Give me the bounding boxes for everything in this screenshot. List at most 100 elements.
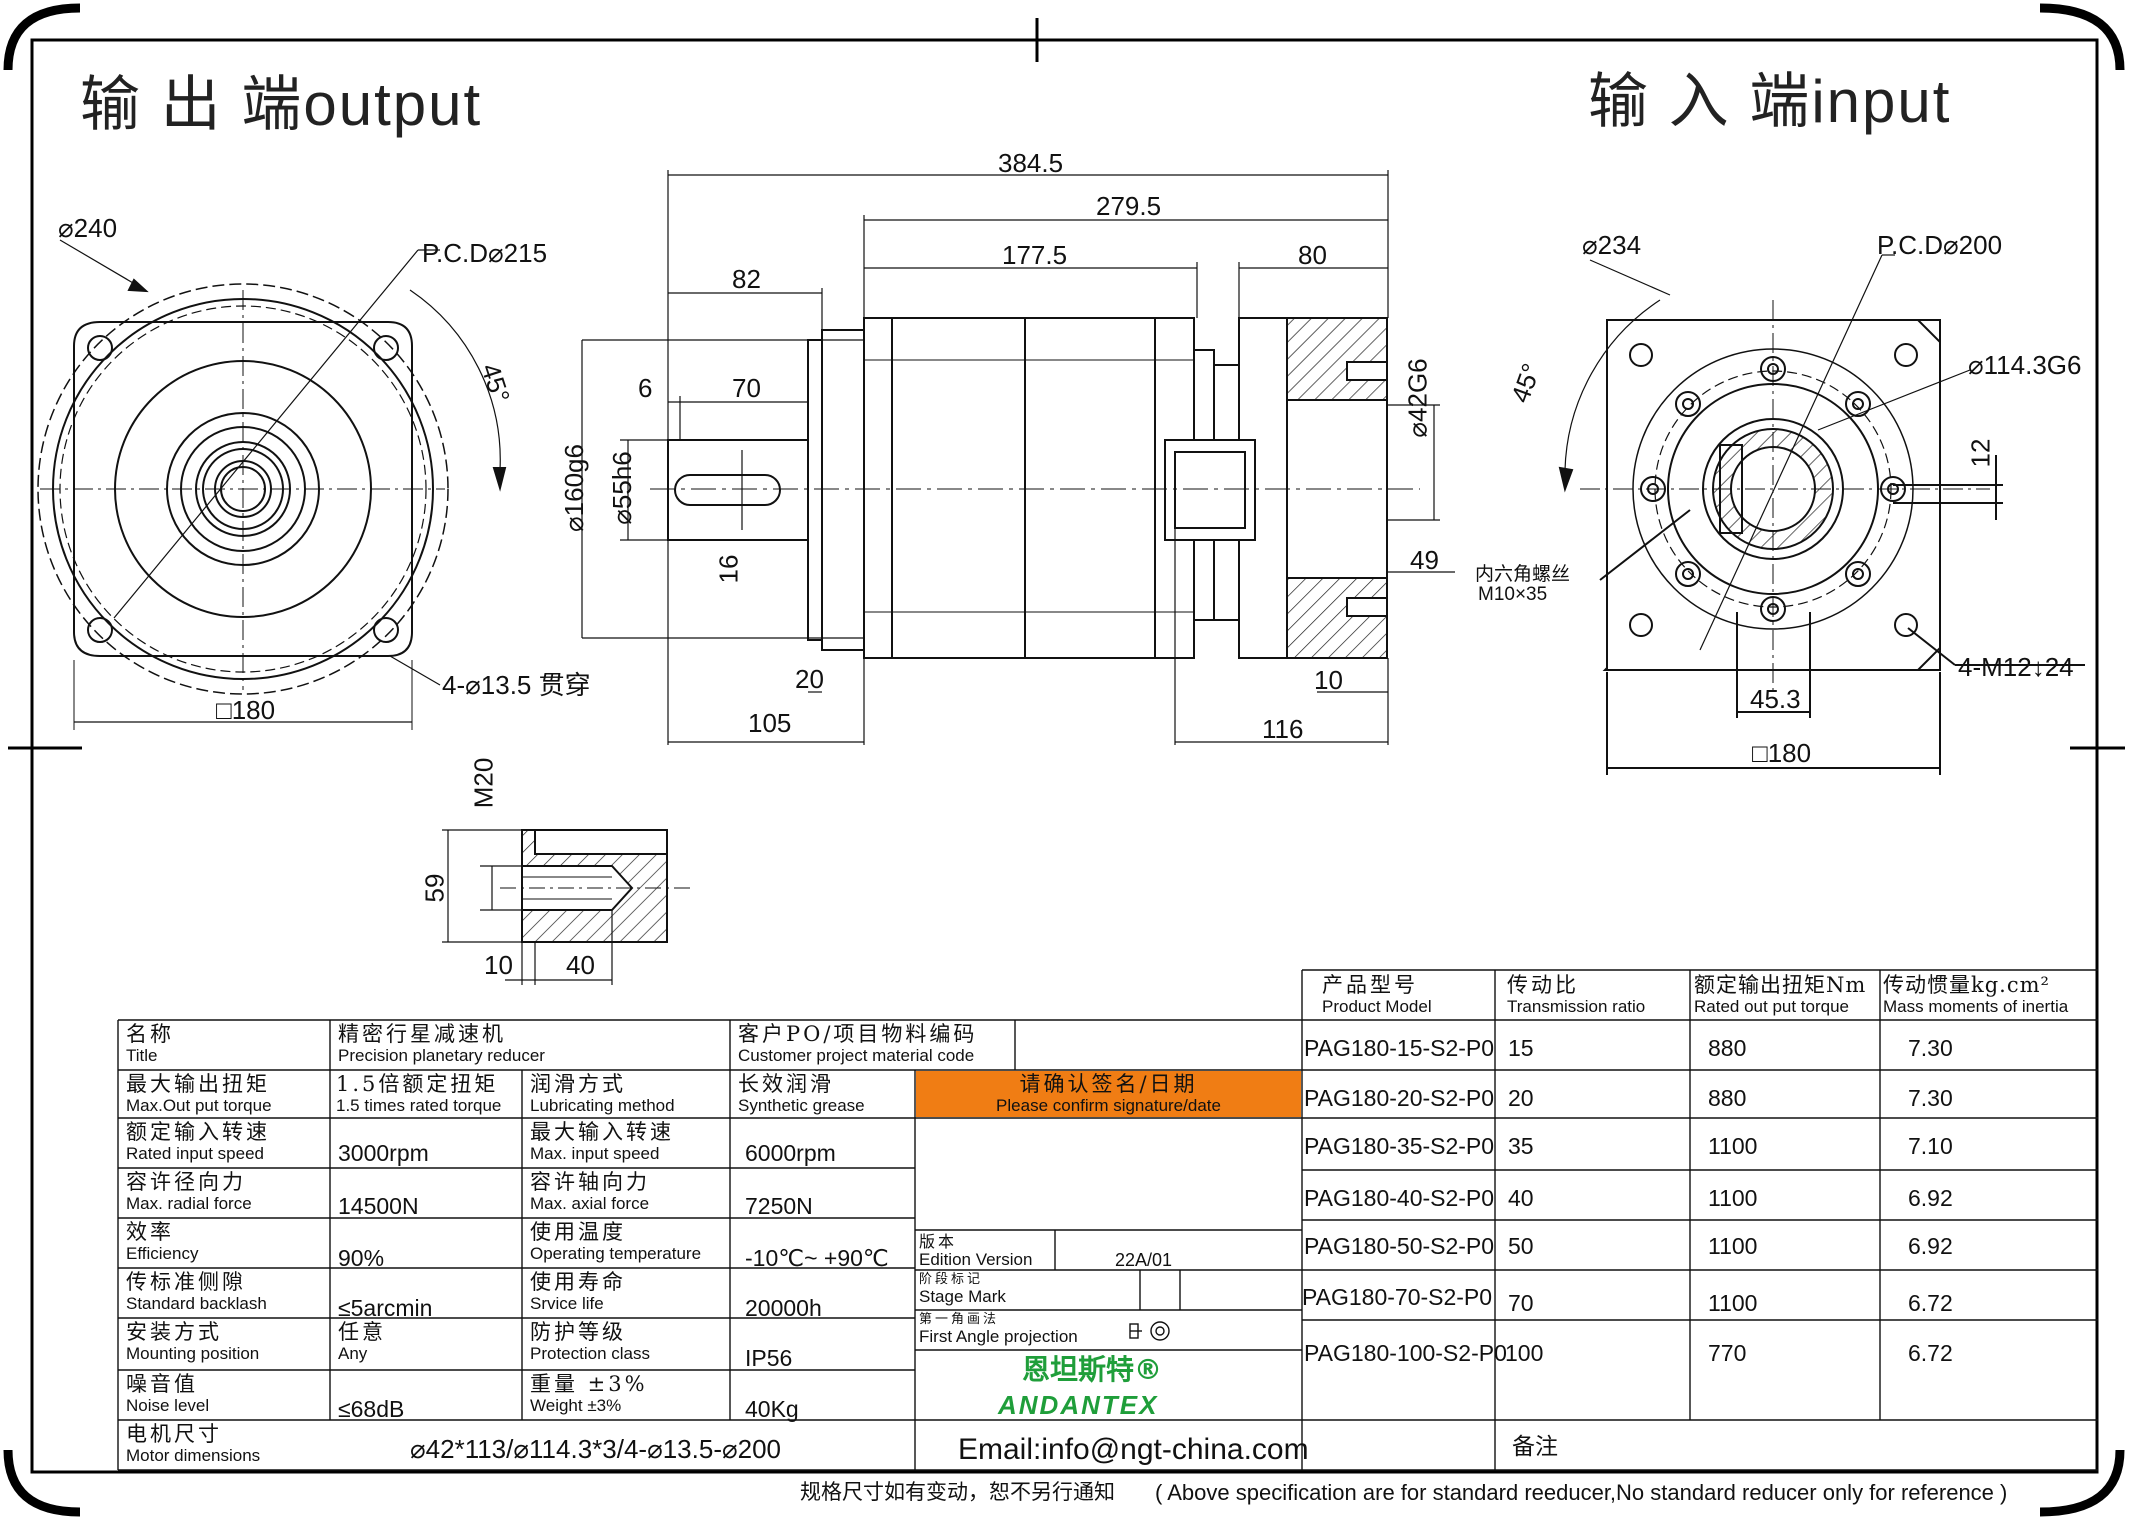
dim-279-5: 279.5 [1096, 191, 1162, 221]
dim-dia-240: ⌀240 [58, 213, 118, 243]
dim-holes-output: 4-⌀13.5 贯穿 [442, 670, 591, 700]
model-cell: PAG180-70-S2-P0 [1302, 1284, 1493, 1310]
sheet-frame [3, 3, 2125, 1517]
dim-square-180-input: □180 [1752, 738, 1812, 768]
brand-logo-en: ANDANTEX [998, 1390, 1159, 1420]
torque-cell: 1100 [1708, 1133, 1758, 1159]
dim-dia-114: ⌀114.3G6 [1968, 350, 2082, 380]
noise-value: ≤68dB [338, 1396, 405, 1422]
spec-table-grid [117, 969, 2098, 1471]
dim-dia-55: ⌀55h6 [606, 451, 637, 525]
model-cell: PAG180-20-S2-P0 [1304, 1085, 1495, 1111]
side-view [650, 317, 1420, 659]
temperature-value: -10℃~ +90℃ [745, 1245, 889, 1271]
ratio-cell: 50 [1508, 1233, 1534, 1259]
service-life-value: 20000h [745, 1295, 822, 1321]
footer-note-cn: 规格尺寸如有变动，恕不另行通知 [800, 1480, 1115, 1504]
inertia-cell: 7.30 [1908, 1085, 1953, 1111]
dim-pcd-200: P.C.D⌀200 [1877, 230, 2003, 260]
torque-cell: 1100 [1708, 1185, 1758, 1211]
ratio-cell: 100 [1505, 1340, 1544, 1366]
inertia-cell: 6.92 [1908, 1185, 1953, 1211]
dim-pcd-215: P.C.D⌀215 [422, 238, 548, 268]
model-cell: PAG180-40-S2-P0 [1304, 1185, 1495, 1211]
output-end-view [37, 239, 507, 730]
ratio-cell: 40 [1508, 1185, 1534, 1211]
brand-logo-cn: 恩坦斯特® [1022, 1353, 1163, 1386]
dim-12: 12 [1965, 438, 1996, 468]
backlash-value: ≤5arcmin [338, 1295, 433, 1321]
inertia-cell: 6.92 [1908, 1233, 1953, 1259]
dim-384-5: 384.5 [998, 148, 1064, 178]
screw-label-spec: M10×35 [1478, 584, 1548, 605]
dim-116: 116 [1262, 714, 1304, 744]
confirm-signature-highlight [916, 1071, 1301, 1117]
model-cell: PAG180-100-S2-P0 [1304, 1340, 1507, 1366]
ratio-cell: 35 [1508, 1133, 1534, 1159]
side-view-dimension-lines [581, 170, 1455, 745]
inertia-cell: 7.10 [1908, 1133, 1953, 1159]
dim-20: 20 [795, 664, 824, 694]
dim-threads: 4-M12↓24 [1958, 652, 2074, 682]
edition-value: 22A/01 [1115, 1250, 1173, 1270]
inertia-cell: 6.72 [1908, 1340, 1953, 1366]
torque-cell: 880 [1708, 1035, 1747, 1061]
dim-45-3: 45.3 [1750, 684, 1801, 714]
dim-16: 16 [713, 554, 744, 584]
ratio-cell: 15 [1508, 1035, 1534, 1061]
dim-82: 82 [732, 264, 761, 294]
input-title: 输 入 端input [1588, 68, 1952, 135]
dim-m20: M20 [468, 757, 499, 809]
torque-cell: 1100 [1708, 1233, 1758, 1259]
output-title: 输 出 端output [80, 71, 483, 138]
m20-detail [442, 829, 690, 985]
dim-49: 49 [1410, 545, 1439, 575]
weight-value: 40Kg [745, 1396, 799, 1422]
torque-cell: 1100 [1708, 1290, 1758, 1316]
ratio-cell: 70 [1508, 1290, 1534, 1316]
footer-note-en: ( Above specification are for standard r… [1155, 1480, 2008, 1505]
dim-177-5: 177.5 [1002, 240, 1068, 270]
dim-dia-160: ⌀160g6 [558, 444, 589, 532]
max-speed-value: 6000rpm [745, 1140, 836, 1166]
model-cell: PAG180-15-S2-P0 [1304, 1035, 1495, 1061]
efficiency-value: 90% [338, 1245, 385, 1271]
dim-105: 105 [748, 708, 792, 738]
dim-10-side: 10 [1314, 665, 1343, 695]
inertia-cell: 7.30 [1908, 1035, 1953, 1061]
dim-dia-42: ⌀42G6 [1402, 358, 1433, 438]
remark-label: 备注 [1512, 1434, 1558, 1460]
inertia-cell: 6.72 [1908, 1290, 1953, 1316]
torque-cell: 880 [1708, 1085, 1747, 1111]
model-cell: PAG180-50-S2-P0 [1304, 1233, 1495, 1259]
dim-6: 6 [638, 373, 653, 403]
dim-70: 70 [732, 373, 761, 403]
dim-40: 40 [566, 950, 595, 980]
radial-force-value: 14500N [338, 1193, 419, 1219]
model-cell: PAG180-35-S2-P0 [1304, 1133, 1495, 1159]
dim-59: 59 [419, 873, 450, 903]
